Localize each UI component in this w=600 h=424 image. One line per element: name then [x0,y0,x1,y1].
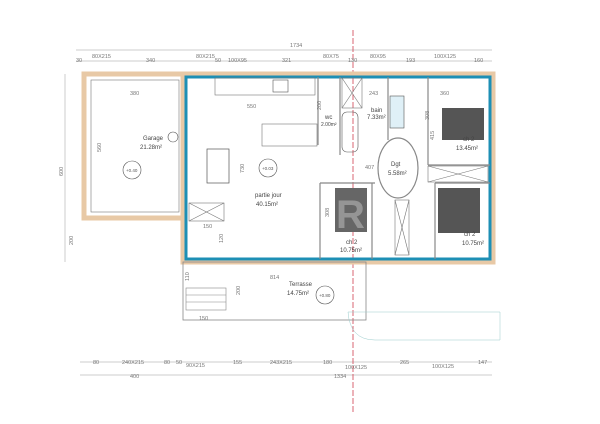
dim: 321 [282,58,291,64]
room-name-bedroom1: ch 2 [463,137,475,143]
room-name-wc: wc [324,115,332,121]
room-name-bedroom3: ch 2 [464,232,476,238]
dim: 30 [76,58,82,64]
level-label: +0.80 [319,293,331,298]
bed [438,188,480,233]
bed [442,108,484,140]
dim: 147 [478,360,487,366]
dim: 380 [130,91,139,97]
garage-door-pivot [167,131,179,143]
dim: 120 [219,234,225,243]
dim: 100X125 [432,364,454,370]
terrace-steps [185,287,227,311]
dim: 407 [365,165,374,171]
level-label: +0.40 [126,168,138,173]
dim: 600 [59,167,65,176]
dim: 155 [233,360,242,366]
bottom-dims: 80 240X215 80 50 90X215 155 243X215 180 … [93,360,487,380]
dim: 308 [325,208,331,217]
dim: 193 [406,58,415,64]
room-area-hall: 5.58m² [388,171,407,177]
dim: 110 [185,272,191,281]
dim: 80X215 [196,54,215,60]
room-name-garage: Garage [143,136,164,142]
washbasin [389,95,405,129]
partitions [317,77,490,259]
room-name-bath: bain [371,108,382,114]
dim: 360 [440,91,449,97]
bathtub [341,111,359,153]
dim: 308 [425,111,431,120]
dim: 80 [93,360,99,366]
dim: 80X95 [370,54,386,60]
dim: 50 [176,360,182,366]
level-label: +0.03 [262,166,274,171]
dim: 200 [317,101,323,110]
room-area-garage: 21.28m² [140,145,162,151]
dim: 200 [236,286,242,295]
dim: 90X215 [186,363,205,369]
dim: 814 [270,275,279,281]
room-area-bath: 7.33m² [367,115,386,121]
top-dims: 30 80X215 340 80X215 50 100X95 321 80X75… [76,54,483,64]
bed [335,188,367,232]
dim: 340 [146,58,155,64]
level-marker [122,160,142,180]
dim: 150 [203,224,212,230]
dimension-lines [64,49,492,376]
dim: 240X215 [122,360,144,366]
watermark: R [336,193,365,237]
kitchen-counter [214,77,316,96]
stove [272,79,289,93]
room-area-bedroom1: 13.45m² [456,146,478,152]
dim: 150 [199,316,208,322]
dim: 243 [369,91,378,97]
dim: 560 [97,143,103,152]
level-marker [315,285,335,305]
kitchen-island [261,123,318,147]
dim: 100X95 [228,58,247,64]
dim: 100X125 [345,365,367,371]
dining-table [206,148,230,184]
house-inner-walls [184,75,492,261]
dim: 80 [164,360,170,366]
room-area-bedroom2: 10.75m² [340,248,362,254]
dim: 200 [69,236,75,245]
room-area-terrace: 14.75m² [287,291,309,297]
room-area-bedroom3: 10.75m² [462,241,484,247]
top-total-dim: 1734 [290,43,302,49]
dim: 550 [247,104,256,110]
dim: 730 [240,164,246,173]
room-name-hall: Dgt [391,162,401,168]
room-area-living: 40.15m² [256,202,278,208]
dim: 265 [400,360,409,366]
dim: 160 [474,58,483,64]
terrace-outline [182,261,367,321]
closets [188,77,489,256]
room-name-living: partie jour [255,193,282,199]
dim: 50 [215,58,221,64]
room-name-terrace: Terrasse [289,282,313,288]
dim: 130 [348,58,357,64]
dim: 415 [430,131,436,140]
dim: 80X75 [323,54,339,60]
dim: 80X215 [92,54,111,60]
dim: 100X125 [434,54,456,60]
level-marker [258,158,278,178]
dim: 400 [130,374,139,380]
dim: 1334 [334,374,346,380]
ramp [347,311,501,341]
dim: 180 [323,360,332,366]
room-name-bedroom2: ch 2 [346,240,358,246]
room-area-wc: 2.00m² [321,122,337,128]
dim: 243X215 [270,360,292,366]
